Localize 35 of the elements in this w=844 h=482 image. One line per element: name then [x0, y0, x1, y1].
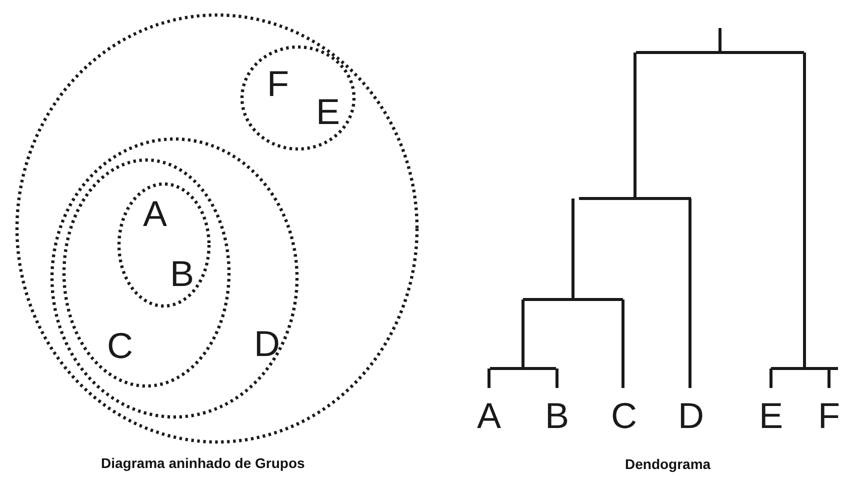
dendrogram-branch — [688, 198, 692, 388]
item-label: C — [611, 400, 635, 434]
item-label: B — [166, 258, 198, 292]
item-label: F — [817, 400, 841, 434]
item-label: A — [477, 400, 501, 434]
dendrogram-bar — [771, 367, 838, 370]
item-label: F — [262, 68, 294, 102]
dendrogram-bar — [636, 51, 804, 54]
caption: Dendograma — [625, 456, 711, 472]
group-ellipse — [50, 137, 299, 419]
caption: Diagrama aninhado de Grupos — [101, 455, 305, 471]
dendrogram-branch — [828, 368, 830, 388]
dendrogram-branch — [556, 368, 558, 388]
dendrogram-branch — [803, 52, 806, 368]
group-ellipse — [62, 158, 231, 388]
item-label: E — [312, 96, 344, 130]
group-ellipse — [240, 45, 356, 151]
dendrogram-bar — [490, 367, 556, 370]
dendrogram-bar — [579, 197, 691, 200]
group-ellipse — [117, 182, 211, 308]
dendrogram-branch — [622, 300, 624, 388]
dendrogram-branch — [522, 300, 524, 368]
item-label: D — [678, 400, 702, 434]
group-ellipse — [15, 13, 419, 444]
item-label: E — [759, 400, 783, 434]
dendrogram-bar — [523, 298, 623, 301]
dendrogram-branch — [488, 368, 490, 388]
dendrogram-branch — [770, 368, 772, 388]
dendrogram-branch — [634, 52, 636, 198]
item-label: B — [545, 400, 569, 434]
item-label: D — [251, 328, 283, 362]
item-label: A — [139, 198, 171, 232]
dendrogram-branch — [718, 28, 722, 52]
item-label: C — [104, 330, 136, 364]
dendrogram-branch — [572, 198, 574, 300]
